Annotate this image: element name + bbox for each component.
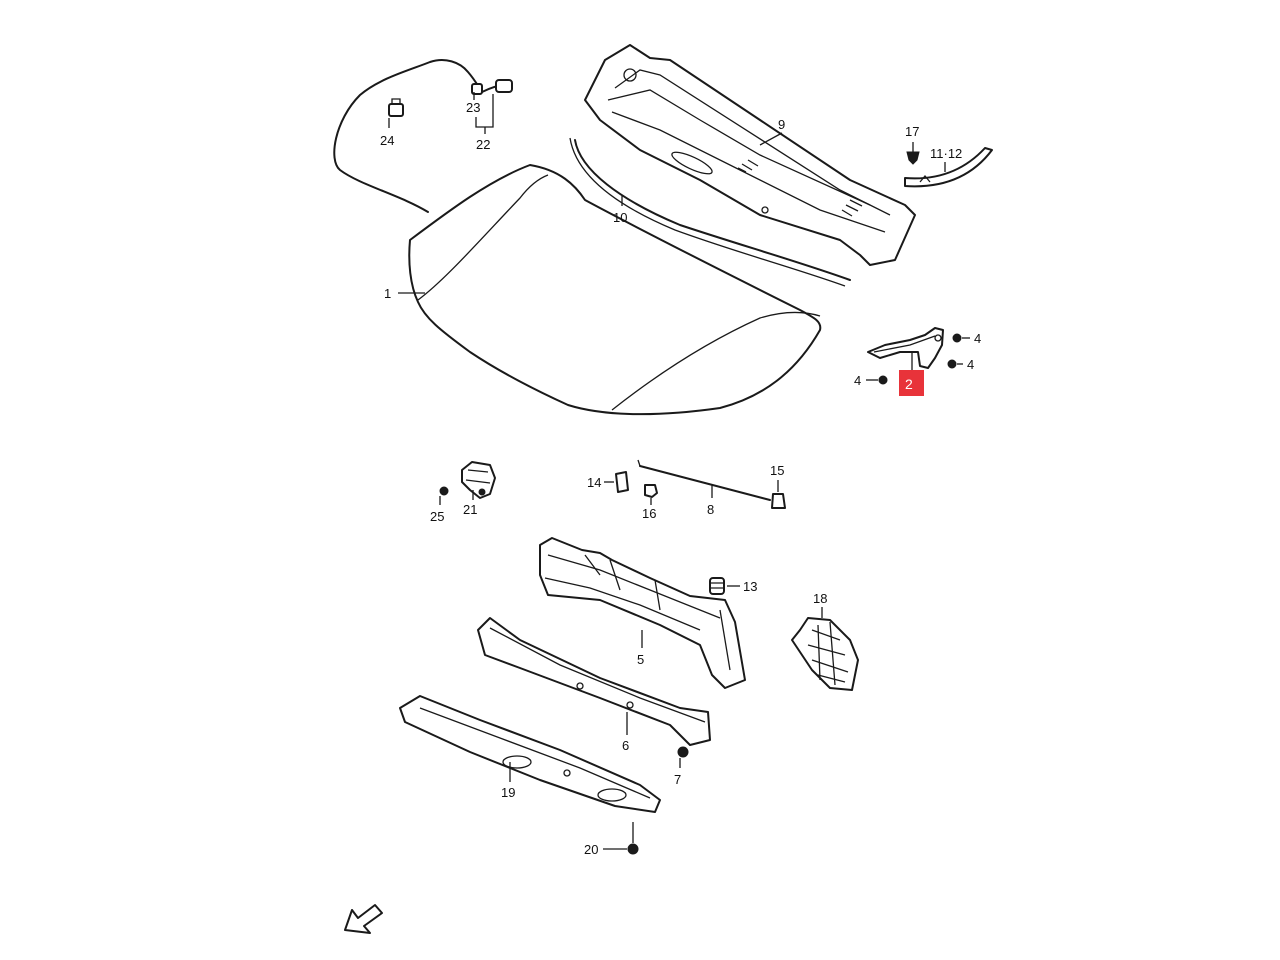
callout-15: 15 — [770, 463, 784, 478]
highlight-box-2 — [899, 370, 924, 396]
front-member-6 — [477, 617, 711, 746]
callout-24: 24 — [380, 133, 394, 148]
callout-13: 13 — [743, 579, 757, 594]
callout-23: 23 — [466, 100, 480, 115]
lower-member-19 — [399, 695, 661, 813]
hood-stay-rod-8 — [637, 459, 771, 501]
callout-18: 18 — [813, 591, 827, 606]
radiator-support-upper-5 — [539, 537, 746, 689]
hood-panel — [408, 164, 822, 416]
hood-lock-21 — [461, 461, 496, 499]
callout-7: 7 — [674, 772, 681, 787]
callout-8: 8 — [707, 502, 714, 517]
bumper-13 — [709, 577, 725, 595]
bolt-7 — [677, 746, 689, 768]
callout-2: 2 — [905, 376, 913, 392]
callout-14: 14 — [587, 475, 601, 490]
callout-19: 19 — [501, 785, 515, 800]
holder-15 — [771, 493, 786, 509]
callout-16: 16 — [642, 506, 656, 521]
front-direction-arrow-icon — [344, 904, 383, 934]
callout-6: 6 — [622, 738, 629, 753]
callout-21: 21 — [463, 502, 477, 517]
callout-1: 1 — [384, 286, 391, 301]
callout-4a: 4 — [974, 331, 981, 346]
seal-11-12 — [904, 147, 993, 188]
callout-9: 9 — [778, 117, 785, 132]
clip-17 — [906, 151, 920, 165]
callout-25: 25 — [430, 509, 444, 524]
callout-20: 20 — [584, 842, 598, 857]
callout-17: 17 — [905, 124, 919, 139]
air-guide-18 — [791, 617, 859, 691]
callout-4c: 4 — [854, 373, 861, 388]
clip-24 — [388, 98, 404, 117]
cowl-top-panel — [584, 44, 916, 266]
bolt-4b — [947, 359, 963, 369]
callout-10: 10 — [613, 210, 627, 225]
callout-4b: 4 — [967, 357, 974, 372]
callout-5: 5 — [637, 652, 644, 667]
callout-11-12: 11·12 — [930, 146, 962, 161]
hood-weatherstrip — [569, 137, 851, 287]
bolt-4a — [952, 333, 970, 343]
grommet-16 — [644, 484, 658, 498]
hood-hinge-2 — [867, 327, 944, 369]
callout-22: 22 — [476, 137, 490, 152]
hood-release-cable — [333, 59, 513, 213]
bolt-4c — [866, 375, 888, 385]
bolt-25 — [439, 486, 449, 505]
clamp-14 — [615, 471, 629, 493]
bolt-20 — [603, 822, 639, 855]
